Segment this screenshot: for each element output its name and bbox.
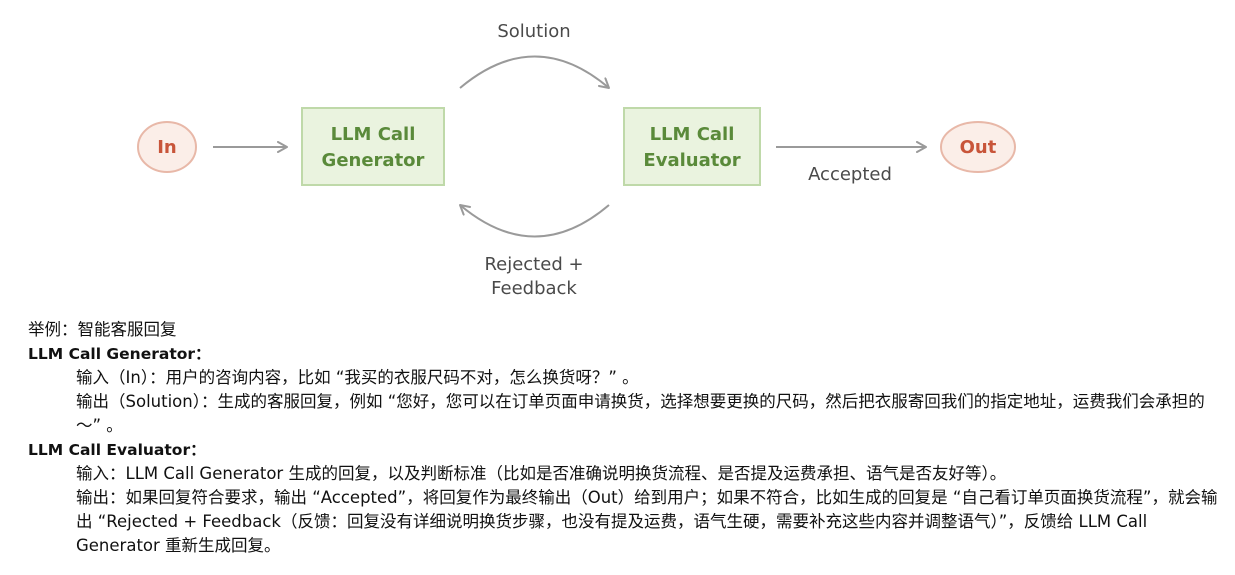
rejected-label-line2: Feedback (491, 278, 577, 299)
accepted-label: Accepted (808, 164, 892, 185)
evaluator-output-line: 输出：如果回复符合要求，输出 “Accepted”，将回复作为最终输出（Out）… (76, 488, 1218, 555)
generator-heading: LLM Call Generator： (28, 345, 211, 363)
evaluator-optimizer-diagram: In LLM Call Generator LLM Call Evaluator… (137, 21, 1016, 299)
generator-output-line: 输出（Solution）：生成的客服回复，例如 “您好，您可以在订单页面申请换货… (76, 392, 1205, 435)
evaluator-heading: LLM Call Evaluator： (28, 441, 206, 459)
in-node-label: In (157, 137, 177, 158)
generator-label-line1: LLM Call (331, 124, 416, 145)
rejected-feedback-arrow (459, 204, 610, 238)
evaluator-label-line2: Evaluator (643, 150, 740, 171)
generator-label-line2: Generator (322, 150, 425, 171)
out-node-label: Out (960, 137, 997, 158)
in-node: In (137, 121, 197, 173)
solution-label: Solution (497, 21, 570, 42)
example-title: 举例：智能客服回复 (28, 320, 177, 339)
generator-input-line: 输入（In）：用户的咨询内容，比如 “我买的衣服尺码不对，怎么换货呀？” 。 (76, 368, 639, 387)
example-notes: 举例：智能客服回复 LLM Call Generator： 输入（In）：用户的… (28, 318, 1228, 558)
solution-arrow (459, 55, 610, 89)
out-node: Out (940, 121, 1016, 173)
evaluator-label-line1: LLM Call (650, 124, 735, 145)
evaluator-input-line: 输入：LLM Call Generator 生成的回复，以及判断标准（比如是否准… (76, 464, 1007, 483)
generator-node: LLM Call Generator (301, 107, 445, 186)
evaluator-node: LLM Call Evaluator (623, 107, 761, 186)
rejected-label-line1: Rejected + (484, 254, 583, 275)
